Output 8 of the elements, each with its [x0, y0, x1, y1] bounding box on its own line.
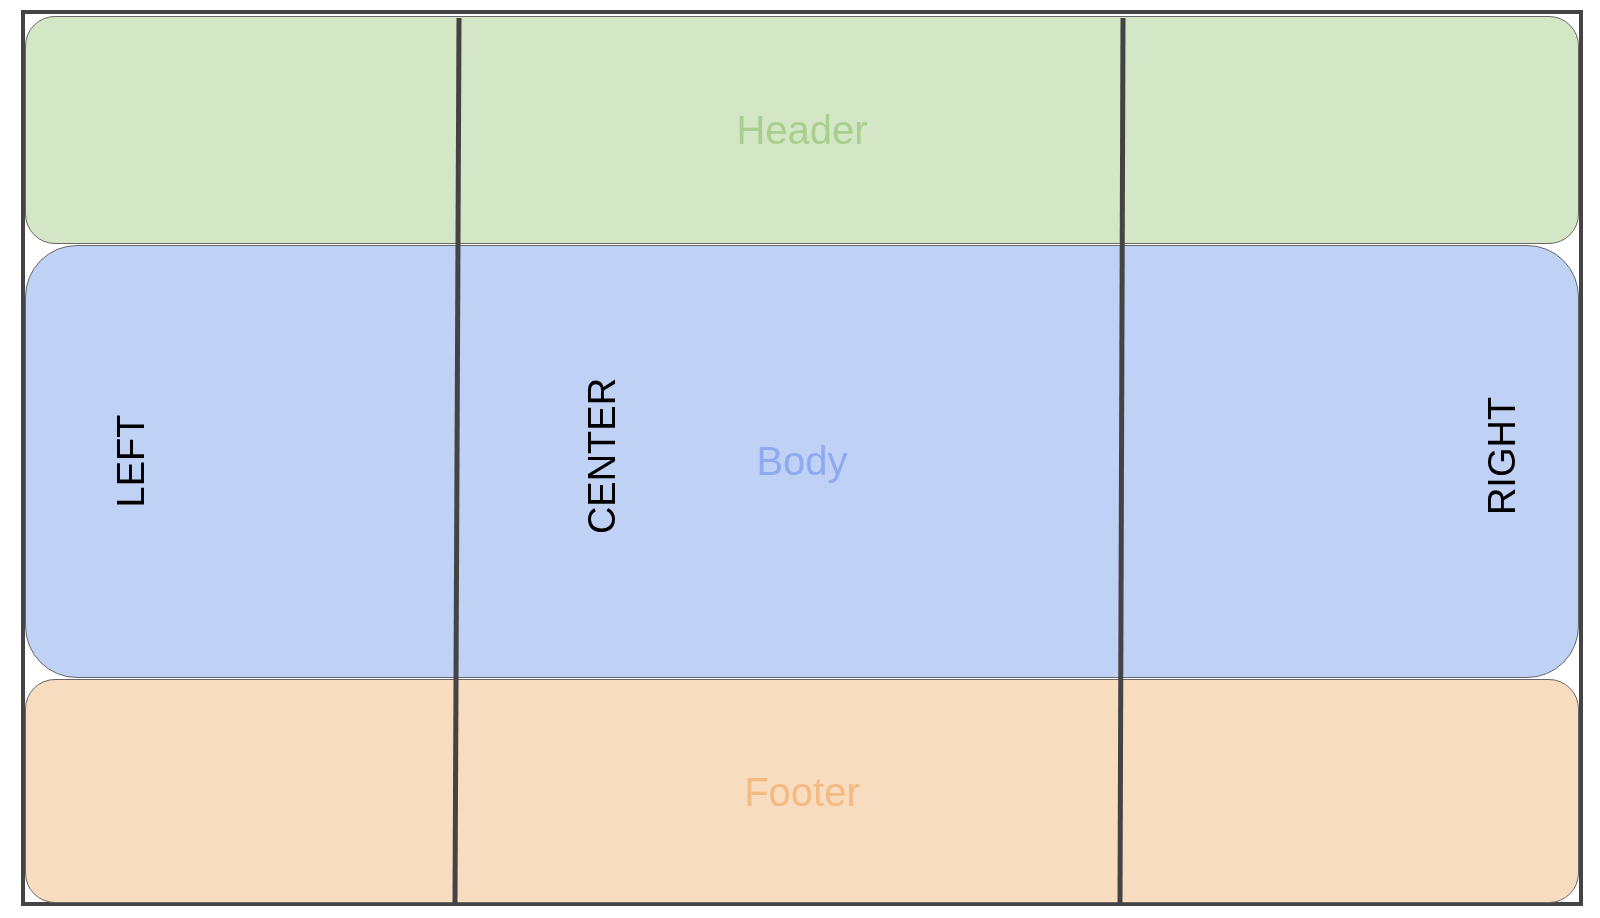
column-label: RIGHT: [1483, 396, 1521, 516]
band: [25, 679, 1579, 903]
band-title: Footer: [744, 772, 860, 812]
band: [25, 16, 1579, 244]
band-title: Header: [736, 110, 868, 150]
column-label: LEFT: [112, 414, 150, 508]
band: [25, 245, 1579, 678]
column-label: CENTER: [583, 377, 621, 535]
